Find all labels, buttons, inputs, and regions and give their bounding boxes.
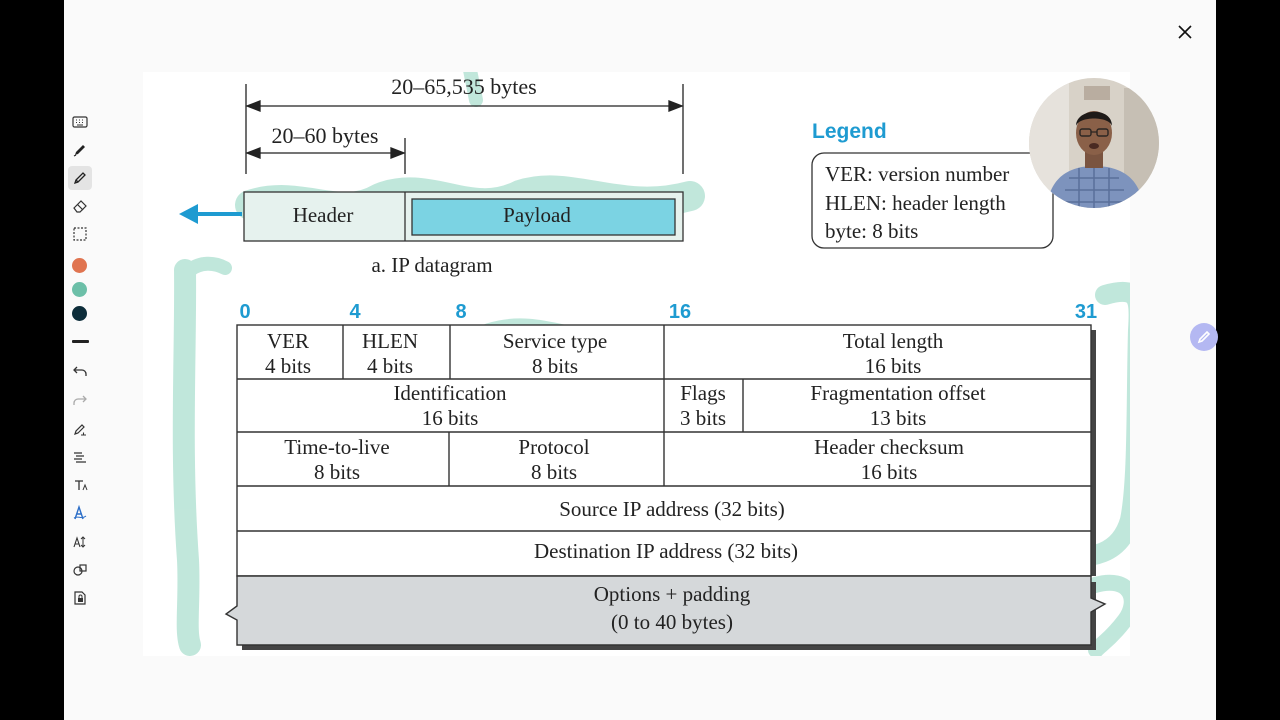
bit-marker-8: 8 xyxy=(455,301,466,323)
text-lines-icon[interactable] xyxy=(71,448,89,466)
color-swatch-navy[interactable] xyxy=(72,306,87,321)
field-hlen-name: HLEN xyxy=(362,329,418,353)
field-identification-name: Identification xyxy=(393,381,507,405)
annotation-toolbar xyxy=(64,108,96,618)
color-swatch-orange[interactable] xyxy=(72,258,87,273)
toolbar-divider xyxy=(72,340,89,343)
field-header-checksum-size: 16 bits xyxy=(861,460,918,484)
field-flags-size: 3 bits xyxy=(680,406,726,430)
redo-icon[interactable] xyxy=(71,391,89,409)
total-span-label: 20–65,535 bytes xyxy=(391,74,536,99)
shapes-icon[interactable] xyxy=(71,561,89,579)
field-total-length-size: 16 bits xyxy=(865,354,922,378)
eraser-icon[interactable] xyxy=(71,197,89,215)
left-arrow-icon xyxy=(179,204,242,224)
field-ver-size: 4 bits xyxy=(265,354,311,378)
field-protocol-size: 8 bits xyxy=(531,460,577,484)
header-format-table xyxy=(224,324,1107,650)
datagram-box xyxy=(243,191,684,242)
close-icon xyxy=(1178,25,1192,39)
text-format-icon[interactable] xyxy=(71,476,89,494)
bit-marker-0: 0 xyxy=(239,301,250,323)
legend-line-ver: VER: version number xyxy=(825,162,1009,186)
field-header-checksum-name: Header checksum xyxy=(814,435,964,459)
floating-pen-button[interactable] xyxy=(1190,323,1218,351)
legend-line-byte: byte: 8 bits xyxy=(825,219,918,243)
field-hlen-size: 4 bits xyxy=(367,354,413,378)
header-span-label: 20–60 bytes xyxy=(272,123,379,148)
field-time-to-live-size: 8 bits xyxy=(314,460,360,484)
pen-settings-icon[interactable] xyxy=(71,420,89,438)
close-button[interactable] xyxy=(1173,20,1197,44)
presenter-webcam xyxy=(1029,78,1159,208)
field-total-length-name: Total length xyxy=(843,329,944,353)
lasso-select-icon[interactable] xyxy=(71,225,89,243)
legend-box xyxy=(811,152,1054,249)
field-destination-ip: Destination IP address (32 bits) xyxy=(534,539,798,563)
handwriting-icon[interactable] xyxy=(71,504,89,522)
legend-line-hlen: HLEN: header length xyxy=(825,191,1006,215)
field-service-type-size: 8 bits xyxy=(532,354,578,378)
color-swatch-teal[interactable] xyxy=(72,282,87,297)
dimension-lines xyxy=(245,84,684,174)
pencil-icon xyxy=(1197,330,1211,344)
field-time-to-live-name: Time-to-live xyxy=(284,435,389,459)
keyboard-icon[interactable] xyxy=(71,113,89,131)
bit-marker-31: 31 xyxy=(1075,301,1097,323)
payload-box-label: Payload xyxy=(503,203,571,227)
undo-icon[interactable] xyxy=(71,362,89,380)
field-service-type-name: Service type xyxy=(503,329,607,353)
field-options-size: (0 to 40 bytes) xyxy=(611,610,733,634)
field-flags-name: Flags xyxy=(680,381,726,405)
text-spacing-icon[interactable] xyxy=(71,533,89,551)
slide-ip-datagram: 20–65,535 bytes 20–60 bytes Header Paylo… xyxy=(143,72,1130,656)
field-protocol-name: Protocol xyxy=(518,435,589,459)
pen-icon[interactable] xyxy=(71,141,89,159)
field-options-name: Options + padding xyxy=(594,582,751,606)
field-fragmentation-offset-size: 13 bits xyxy=(870,406,927,430)
highlighter-icon[interactable] xyxy=(68,166,92,190)
datagram-caption: a. IP datagram xyxy=(371,253,492,277)
legend-title: Legend xyxy=(812,120,887,143)
bit-marker-16: 16 xyxy=(669,301,691,323)
header-box-label: Header xyxy=(293,203,354,227)
page-lock-icon[interactable] xyxy=(71,589,89,607)
bit-marker-4: 4 xyxy=(349,301,361,323)
field-fragmentation-offset-name: Fragmentation offset xyxy=(810,381,985,405)
field-identification-size: 16 bits xyxy=(422,406,479,430)
field-source-ip: Source IP address (32 bits) xyxy=(559,497,785,521)
field-ver-name: VER xyxy=(267,329,309,353)
